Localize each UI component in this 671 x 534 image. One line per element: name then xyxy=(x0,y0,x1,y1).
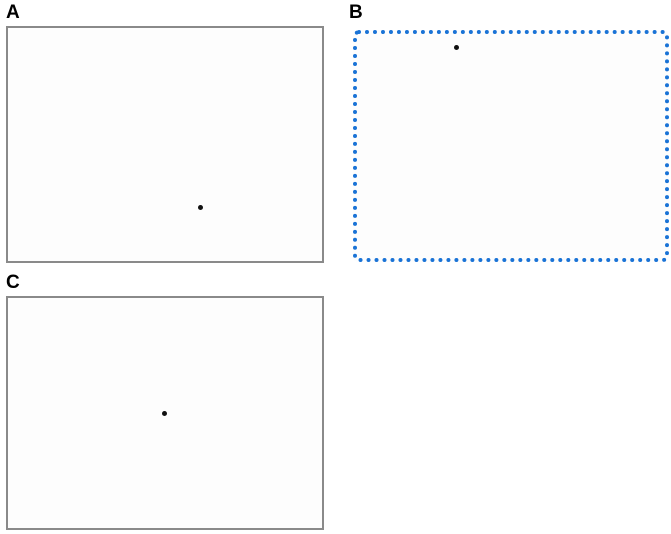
panel-a[interactable] xyxy=(6,26,324,263)
dot-icon xyxy=(198,205,203,210)
panel-c-label: C xyxy=(6,272,20,293)
panel-b[interactable] xyxy=(353,30,669,262)
panel-c[interactable] xyxy=(6,296,324,530)
panel-b-label: B xyxy=(349,2,363,23)
dot-icon xyxy=(454,45,459,50)
panel-a-label: A xyxy=(6,2,20,23)
dot-icon xyxy=(162,411,167,416)
